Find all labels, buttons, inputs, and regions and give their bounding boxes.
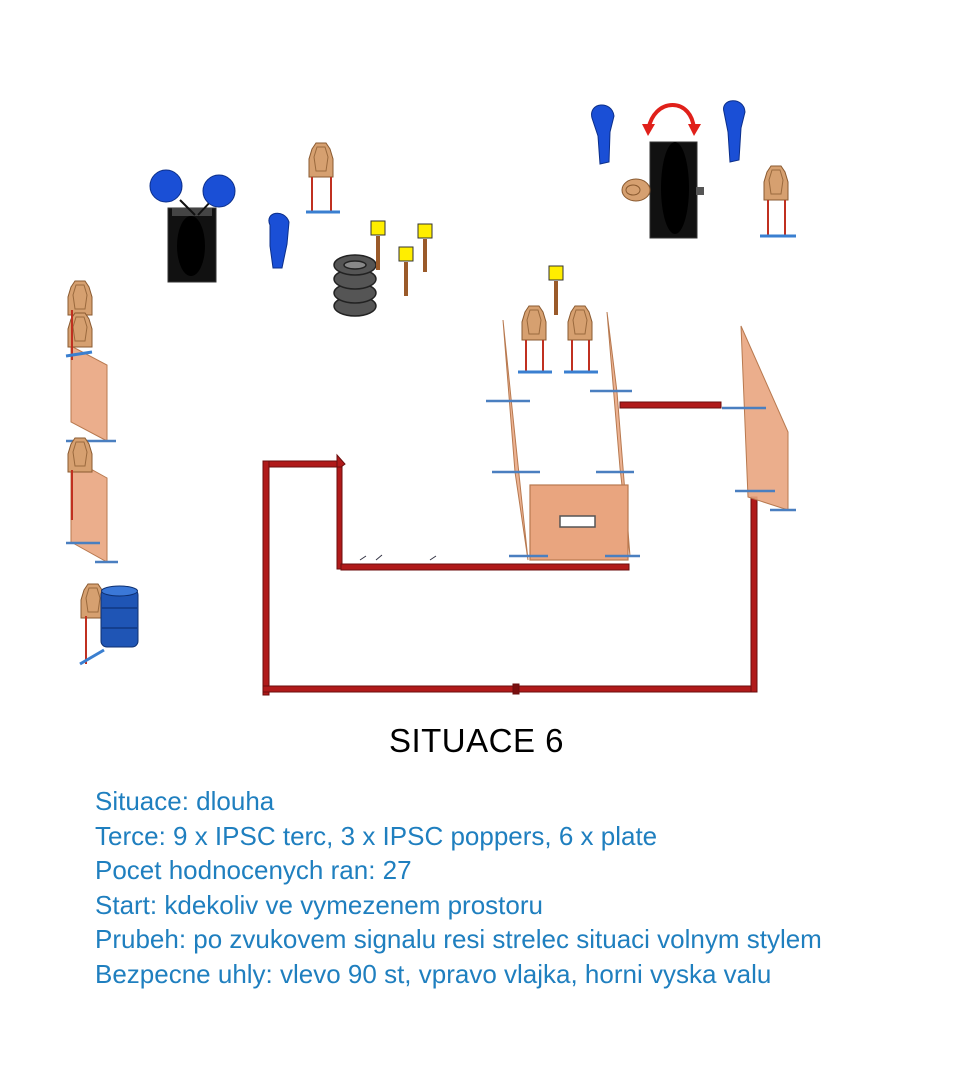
info-line-procedure: Prubeh: po zvukovem signalu resi strelec… — [95, 924, 822, 954]
panel-stand-bars — [66, 389, 796, 564]
info-line-safety-angles: Bezpecne uhly: vlevo 90 st, vpravo vlajk… — [95, 958, 772, 989]
plate-icon — [370, 220, 386, 270]
ipsc-target-icon — [67, 437, 93, 520]
ipsc-target-icon — [79, 583, 106, 666]
swinger-icon — [621, 141, 704, 239]
ipsc-target-icon — [306, 142, 340, 214]
swinger-icon — [149, 169, 236, 283]
tire-stack-icon — [333, 254, 377, 317]
info-line-rounds: Pocet hodnocenych ran: 27 — [95, 855, 412, 885]
ipsc-target-icon — [564, 305, 598, 374]
info-line-targets: Terce: 9 x IPSC terc, 3 x IPSC poppers, … — [95, 820, 658, 851]
no-shoot-panels — [70, 311, 789, 563]
ipsc-target-icon — [760, 165, 796, 238]
stage-title: SITUACE 6 — [388, 722, 565, 759]
plate-icon — [548, 265, 564, 315]
info-line-situation: Situace: dlouha — [95, 786, 275, 816]
no-shoot-icon — [591, 104, 615, 165]
no-shoot-icon — [268, 212, 290, 269]
wall-small-marks — [359, 554, 437, 561]
plate-icon — [417, 223, 433, 272]
info-line-start: Start: kdekoliv ve vymezenem prostoru — [95, 889, 543, 920]
stage-layout-svg — [65, 100, 796, 696]
no-shoot-icon — [723, 100, 746, 163]
fault-line-walls — [262, 401, 758, 696]
barrel-icon — [100, 585, 139, 648]
stage-info: Situace: dlouha Terce: 9 x IPSC terc, 3 … — [95, 784, 822, 991]
plate-icon — [398, 246, 414, 296]
window-port — [559, 515, 596, 528]
ipsc-target-icon — [65, 280, 93, 360]
rotation-arrow-icon — [642, 103, 701, 136]
ipsc-target-icon — [518, 305, 552, 374]
